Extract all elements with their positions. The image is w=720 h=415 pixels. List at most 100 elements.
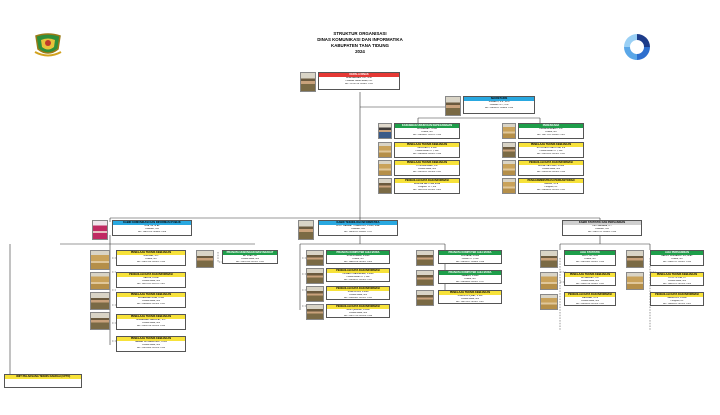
- staff-photo: [306, 286, 324, 302]
- kabid-3-rank: Pembina, IV/a: [595, 227, 609, 230]
- page-title: STRUKTUR ORGANISASI DINAS KOMUNIKASI DAN…: [260, 31, 460, 55]
- box-title: PENGOLAH DATA DAN INFORMASI: [651, 293, 703, 297]
- staff-photo: [502, 178, 516, 194]
- box-rank: Penata, III/c: [584, 257, 596, 260]
- box-rank: Penata, III/c: [671, 257, 683, 260]
- kabid-1-name: NITA, SE, M.AP: [144, 224, 160, 227]
- kabid-2-photo: [298, 220, 314, 240]
- box-nip: NIP. 19910523 201502 1 001: [536, 152, 566, 155]
- box-name: ELVIS FAUZI SAPUTRA, S.E: [536, 146, 566, 149]
- box-name: FITRI ANDRIANI, S.E: [416, 164, 438, 167]
- box-rank: Penata Muda, III/a: [142, 279, 160, 282]
- box-nip: NIP. 19930612 201902 2 001: [343, 278, 373, 281]
- title-line-1: STRUKTUR ORGANISASI: [333, 31, 387, 36]
- box-nip: NIP. 19961121 202203 2 003: [662, 282, 692, 285]
- kabid-1-title: KABID KOMUNIKASI DAN INFORMASI PUBLIK: [113, 221, 191, 225]
- box-name: Nurul Qamariah, S.Kom: [346, 308, 370, 311]
- bidang-1-staff-box: PENGOLAH DATA DAN INFORMASI SAKILA, S.Ko…: [116, 272, 186, 288]
- kepala-nip: NIP. 19700718 199301 1 001: [344, 82, 374, 85]
- box-title: PENELAAH TEKNIS KEBIJAKAN: [519, 143, 583, 147]
- box-nip: NIP. 19920412 201503 2 002: [412, 170, 442, 173]
- staff-photo: [90, 292, 110, 310]
- box-rank: Penata, III/c: [145, 257, 157, 260]
- box-rank: Penata Muda Tk. I, III/b: [346, 275, 370, 278]
- bidang-3-right-box: PENGOLAH DATA DAN INFORMASI NASRUDIN, S.…: [650, 292, 704, 306]
- box-title: PENGOLAH DATA DAN INFORMASI: [519, 161, 583, 165]
- bidang-2-left-box: PRANATA KOMPUTER AHLI MUDA ROBI HUSAINI,…: [326, 250, 390, 264]
- bidang-1-staff-box: PENELAAH TEKNIS KEBIJAKAN NURSIAH, S.IP …: [116, 250, 186, 266]
- kominfo-logo-icon: [622, 32, 652, 62]
- kepala-box: KEPALA DINAS ALIA RAHMAN, S.E., M.M Pemb…: [318, 72, 400, 90]
- kepala-title: KEPALA DINAS: [319, 73, 399, 77]
- box-name: NUR ALIYA UTAMI, S.Kom: [537, 164, 565, 167]
- box-rank: Penata Muda, III/a: [142, 343, 160, 346]
- kabid-2-box: KABID TEKNOLOGI INFORMATIKA DICKY RAHMAT…: [318, 220, 398, 236]
- staff-photo: [90, 250, 110, 270]
- box-name: INDRIYANTI, S.Sos: [417, 146, 437, 149]
- sekretaris-title: SEKRETARIS: [464, 97, 534, 101]
- box-name: NURSIAH, S.IP: [143, 254, 159, 257]
- box-title: PENGOLAH DATA DAN INFORMASI: [327, 287, 389, 291]
- box-nip: NIP. 19880609 201503 1 001: [136, 302, 166, 305]
- bidang-1-staff-box: PENELAAH TEKNIS KEBIJAKAN MUHAMMAD FAHRI…: [116, 314, 186, 330]
- box-rank: Penata Muda, III/a: [142, 321, 160, 324]
- staff-photo: [540, 250, 558, 268]
- sec-left-box: PENGOLAH DATA DAN INFORMASI RENDRA SAPUT…: [394, 178, 460, 194]
- box-title: AHLI PERSANDIAN: [651, 251, 703, 255]
- box-title: PENELAAH TEKNIS KEBIJAKAN: [651, 273, 703, 277]
- box-rank: Penata Muda Tk. I, III/b: [415, 149, 439, 152]
- box-nip: NIP. 19940718 202001 1 001: [575, 282, 605, 285]
- staff-photo: [196, 250, 214, 268]
- box-nip: NIP. 19921101 202001 1 007: [455, 300, 485, 303]
- box-rank: Pengatur Tk. I, II/d: [418, 185, 436, 188]
- box-name: DEWANTI HANDAYANI, S.Kom: [342, 272, 374, 275]
- bidang-1-staff-box: PENELAAH TEKNIS KEBIJAKAN MUHAMMAD RIFAI…: [116, 292, 186, 308]
- staff-photo: [306, 250, 324, 266]
- uptd-box: UNIT PELAKSANA TEKNIS DAERAH (UPTD): [4, 374, 82, 388]
- box-name: RUDY, Ns., M.Si: [581, 254, 598, 257]
- bidang-1-right-box: PRANATA HUBUNGAN MASYARAKAT ALI FUAD, SE…: [222, 250, 278, 264]
- box-name: SYAFUDIN IQBAL, S.Sos: [457, 294, 483, 297]
- sekretaris-photo: [445, 96, 461, 116]
- box-title: PENELAAH TEKNIS KEBIJAKAN: [117, 337, 185, 341]
- bidang-3-left-head-box: AHLI STATISTIK RUDY, Ns., M.Si Penata, I…: [564, 250, 616, 266]
- kabid-1-photo: [92, 220, 108, 240]
- staff-photo: [540, 294, 558, 310]
- staff-photo: [626, 272, 644, 290]
- kabid-2-nip: NIP. 19830111 200604 1 012: [344, 230, 372, 233]
- box-title: PENELAAH TEKNIS KEBIJAKAN: [117, 293, 185, 297]
- box-title: PENELAAH TEKNIS KEBIJAKAN: [395, 161, 459, 165]
- box-nip: NIP. 19960302 202101 1 002: [343, 296, 373, 299]
- box-rank: Pengatur, II/c: [544, 185, 558, 188]
- bidang-2-right-box: PRANATA KOMPUTER AHLI MUDA SABANG, S.Kom…: [438, 270, 502, 284]
- staff-photo: [306, 268, 324, 284]
- box-name: ERIKA HIDAYANTI, S.E: [539, 127, 563, 130]
- box-name: ROBI HUSAINI, S.Kom: [346, 254, 370, 257]
- staff-photo: [90, 272, 110, 290]
- box-rank: Penata Muda, III/a: [241, 257, 259, 260]
- box-nip: NIP. 19830417 200903 1 006: [455, 260, 485, 263]
- box-rank: Penata Muda, III/a: [349, 311, 367, 314]
- box-nip: NIP. 19890606 201001 2 004: [412, 152, 442, 155]
- staff-photo: [416, 270, 434, 286]
- staff-photo: [378, 123, 392, 139]
- box-title: PRANATA KOMPUTER AHLI MUDA: [439, 251, 501, 255]
- box-nip: NIP. 19950420 202103 2 002: [575, 302, 605, 305]
- bidang-2-right-box: PRANATA KOMPUTER AHLI MUDA SURYANA, S.Ko…: [438, 250, 502, 264]
- title-line-3: KABUPATEN TANA TIDUNG: [331, 43, 389, 48]
- box-rank: Penata Muda, III/a: [542, 167, 560, 170]
- bidang-3-left-box: PENGOLAH DATA DAN INFORMASI MASNIAH, S.P…: [564, 292, 616, 306]
- box-title: PENELAAH TEKNIS KEBIJAKAN: [117, 315, 185, 319]
- box-nip: NIP. 19901113 201403 1 003: [413, 188, 441, 191]
- box-nip: NIP. 19920709 202101 1 001: [235, 260, 265, 263]
- staff-photo: [306, 304, 324, 320]
- sec-right-box: PENELAAH TEKNIS KEBIJAKAN ELVIS FAUZI SA…: [518, 142, 584, 158]
- staff-photo: [90, 312, 110, 330]
- bidang-2-left-box: PENGOLAH DATA DAN INFORMASI DEWANTI HAND…: [326, 268, 390, 282]
- staff-photo: [502, 142, 516, 158]
- box-nip: NIP. 19890815 202101 2 002: [536, 188, 566, 191]
- box-nip: NIP. 19871112 200902 2 001: [537, 133, 565, 136]
- staff-photo: [378, 142, 392, 158]
- staff-photo: [502, 123, 516, 139]
